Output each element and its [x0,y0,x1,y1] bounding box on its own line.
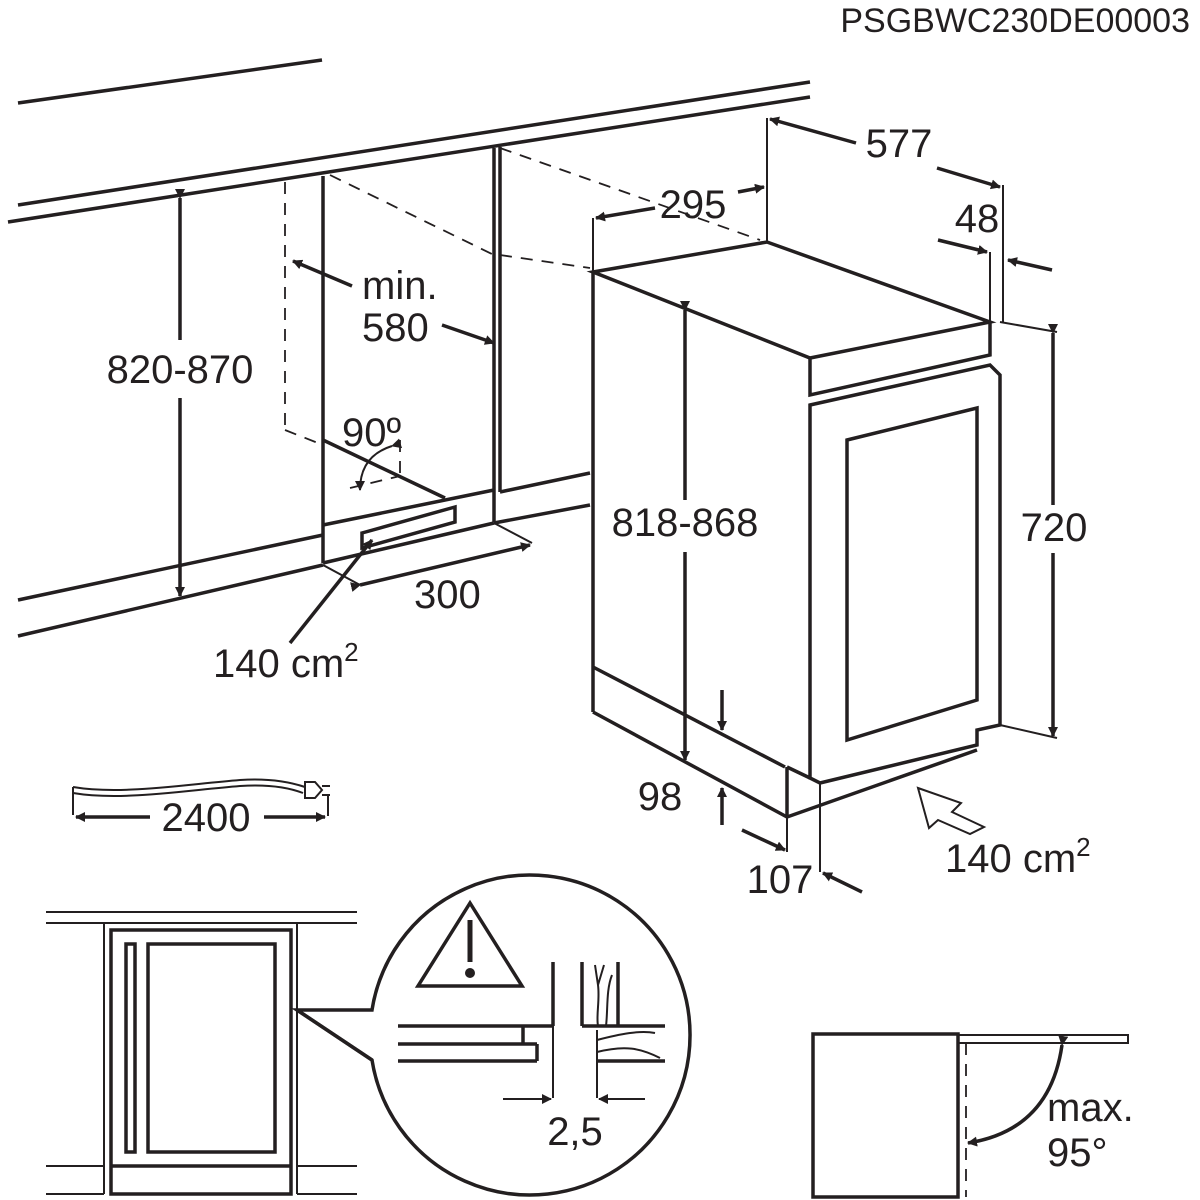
detail-callout [291,873,692,1197]
angle-label: 90º [342,411,401,455]
niche-vent-label: 140 cm2 [213,637,359,686]
appliance-depth-label: 577 [866,122,933,166]
door-glass [845,405,979,743]
niche-height-label: 820-870 [107,348,254,392]
door-offset-label: 48 [955,197,1000,241]
gap-label: 2,5 [547,1110,603,1154]
airflow-arrow-icon [916,786,987,836]
min-depth-label: 580 [362,306,429,350]
appliance-height-label: 818-868 [612,501,759,545]
appliance-top [586,240,997,360]
plinth-depth-label: 300 [414,573,481,617]
appliance-vent-label: 140 cm2 [945,832,1091,881]
max-label: max. [1047,1086,1134,1130]
angle-arc [355,438,403,491]
door-opening-view [811,1032,1129,1199]
worktop-top-edge [17,80,811,207]
opening-angle-arc [967,1035,1069,1147]
cable-length-label: 2400 [162,796,251,840]
document-code: PSGBWC230DE00003 [840,2,1190,40]
front-view [46,911,357,1196]
plinth-depth-dimension [350,542,531,592]
worktop-bottom-edge [7,95,811,224]
plinth-setback-label: 107 [747,858,814,902]
body-height-label: 720 [1021,506,1088,550]
door-handle [124,942,137,1154]
appliance-width-label: 295 [660,183,727,227]
upper-cabinet-edge [17,58,323,105]
appliance-door [808,363,1002,785]
vent-pointer-arrow [288,538,374,645]
niche-drawing [7,58,811,645]
plug-icon [304,781,324,799]
plinth-height-label: 98 [638,775,683,819]
appliance-drawing [586,116,1058,894]
min-label: min. [362,264,438,308]
power-cable [72,778,330,822]
max-angle-label: 95° [1047,1131,1108,1175]
warning-triangle-icon [414,899,526,988]
